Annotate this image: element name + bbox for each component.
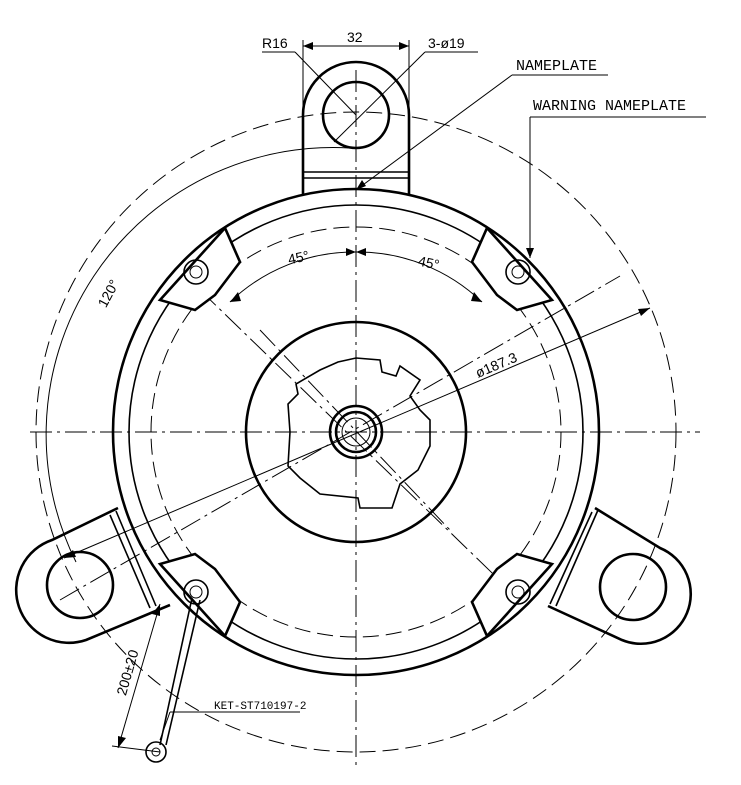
diameter-dimension: ø187.3 [63, 307, 651, 559]
part-number-label: KET-ST710197-2 [214, 701, 306, 713]
tab-width-dimension: 32 [302, 29, 410, 112]
lead-wire [145, 597, 201, 763]
lead-length-label: 200±20 [113, 648, 141, 697]
angle-right-label: 45° [417, 253, 441, 273]
screw-boss-top-left [157, 225, 242, 312]
holes-label: 3-ø19 [428, 35, 465, 51]
warning-nameplate-callout: WARNING NAMEPLATE [526, 98, 706, 258]
angle-left-label: 45° [286, 247, 310, 267]
angle-120-dimension: 120° [45, 147, 351, 563]
screw-boss-top-right [470, 225, 555, 312]
diameter-label: ø187.3 [473, 349, 520, 381]
warning-nameplate-label: WARNING NAMEPLATE [533, 98, 686, 115]
left-mounting-tab [14, 506, 171, 645]
radius-dimension: R16 [262, 35, 357, 116]
screw-boss-bottom-right [470, 552, 555, 639]
nameplate-label: NAMEPLATE [516, 58, 597, 75]
motor-outer-circle [111, 187, 601, 677]
inner-dashed-circle [150, 226, 562, 638]
right-mounting-tab [547, 506, 693, 646]
hub [244, 320, 468, 544]
nameplate-callout: NAMEPLATE [355, 58, 608, 191]
angle-120-label: 120° [94, 277, 122, 310]
motor-inner-circle [128, 204, 584, 660]
radius-label: R16 [262, 35, 288, 51]
tab-width-label: 32 [347, 29, 363, 45]
part-number-callout: KET-ST710197-2 [159, 701, 306, 741]
top-mounting-tab [301, 60, 411, 195]
angle-45-dimension: 45° 45° [229, 247, 483, 303]
screw-boss-bottom-left [157, 552, 242, 639]
holes-dimension: 3-ø19 [333, 35, 478, 143]
